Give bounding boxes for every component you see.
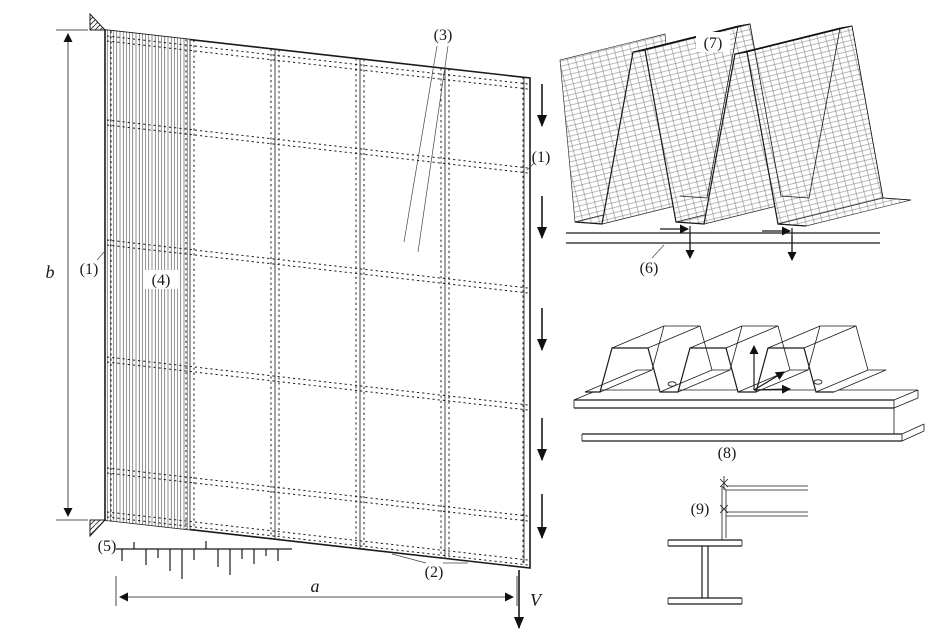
callout-sheeting-field: (4) [152, 272, 171, 289]
label-backplate [144, 270, 178, 289]
callout-leaders [96, 45, 535, 564]
bolt-hole [667, 381, 677, 387]
bolt-hole [813, 379, 823, 385]
edge-beam-3d [573, 389, 925, 442]
support-bottom-icon [89, 519, 107, 538]
dim-b-label: b [46, 262, 55, 282]
sheeting-assembly-inset: (8) [573, 325, 925, 462]
fastener-marks [719, 476, 729, 514]
support-top-icon [89, 12, 107, 31]
support-beam-lines [566, 226, 880, 252]
callout-fe-mesh: (7) [704, 35, 723, 52]
dim-a-label: a [311, 576, 320, 596]
sheet-and-edge-member-lines [721, 485, 808, 540]
mesh-faces [559, 23, 912, 227]
dimension-a [115, 576, 518, 606]
support-force-arrows [651, 224, 797, 261]
edge-detail-inset: (9) [667, 476, 808, 605]
callout-edge-member-right: (1) [532, 149, 551, 166]
callout-sheeting-assembly: (8) [718, 445, 737, 462]
shear-panel-diagram: b [46, 12, 551, 629]
callout-seam-top: (3) [434, 27, 453, 44]
fastener-force-plot [116, 541, 292, 579]
force-component-arrows [749, 345, 791, 394]
callout-fastener-plot: (5) [98, 538, 117, 555]
trapezoidal-sheet-3d [584, 325, 887, 393]
callout-support-forces: (6) [640, 260, 659, 277]
i-beam-section [667, 539, 743, 605]
dimension-b [56, 29, 88, 521]
callout-edge-member-left: (1) [80, 261, 99, 278]
callout-seam-bottom: (2) [425, 564, 444, 581]
label-backplate [696, 32, 730, 52]
callout-edge-detail: (9) [691, 501, 710, 518]
seam-lines [110, 31, 524, 563]
shear-force-label: V [530, 590, 543, 610]
fe-mesh-inset: (7) (6) [559, 23, 912, 277]
